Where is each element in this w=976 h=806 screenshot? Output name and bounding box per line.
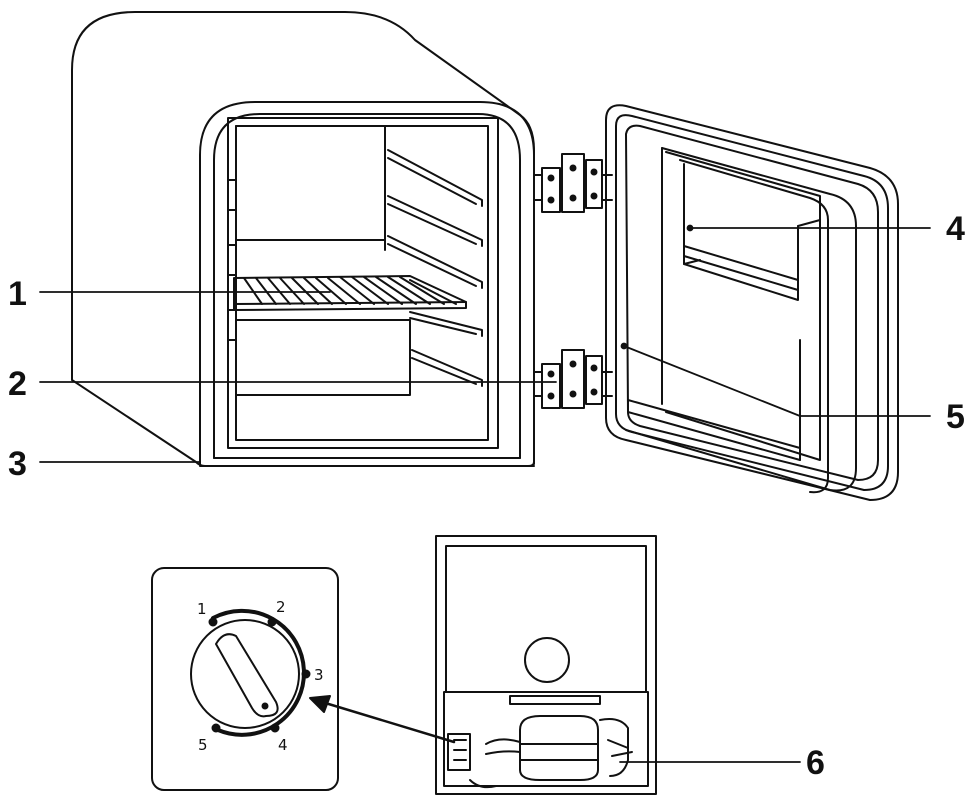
callout-3: 3 [8, 445, 27, 483]
shelf-rails [387, 149, 483, 387]
pointer-arrow [309, 695, 456, 744]
dial-label-4: 4 [278, 736, 288, 754]
callout-leaders [39, 224, 931, 763]
temperature-dial[interactable] [190, 619, 300, 729]
callout-6: 6 [806, 744, 825, 782]
leader-5 [623, 345, 931, 417]
door-outer-frame [605, 104, 899, 501]
cabinet-front-frame [199, 101, 535, 465]
fridge-cabinet [71, 11, 535, 467]
door-hinges [533, 153, 613, 409]
rear-panel-outer [435, 535, 657, 795]
back-wall [235, 125, 386, 241]
upper-hinge [533, 153, 613, 213]
dial-label-5: 5 [198, 736, 208, 754]
dial-knob-grip[interactable] [215, 633, 279, 718]
dial-label-1: 1 [197, 600, 207, 618]
callout-4: 4 [946, 210, 965, 248]
lower-door-shelf [627, 339, 801, 461]
door-liner [625, 147, 857, 492]
thermostat-plate [151, 567, 339, 791]
thermostat-panel [151, 567, 339, 791]
upper-door-shelf [683, 163, 821, 301]
fridge-door [605, 104, 899, 501]
rear-vent-hole [524, 637, 570, 683]
compressor [469, 695, 633, 789]
dial-label-3: 3 [314, 666, 324, 684]
relay-box [447, 733, 471, 771]
dial-scale-arc [211, 608, 306, 737]
compressor-compartment [443, 691, 649, 787]
wire-shelf [233, 275, 467, 311]
inner-liner [227, 117, 499, 449]
fridge-rear-view [435, 535, 657, 795]
callout-2: 2 [8, 365, 27, 403]
dial-scale-labels: 1 2 3 4 5 [197, 598, 324, 754]
callout-1: 1 [8, 275, 27, 313]
dial-label-2: 2 [276, 598, 286, 616]
lower-hinge [533, 349, 613, 409]
callout-numbers: 1 2 3 4 5 6 [8, 210, 965, 782]
callout-5: 5 [946, 398, 965, 436]
